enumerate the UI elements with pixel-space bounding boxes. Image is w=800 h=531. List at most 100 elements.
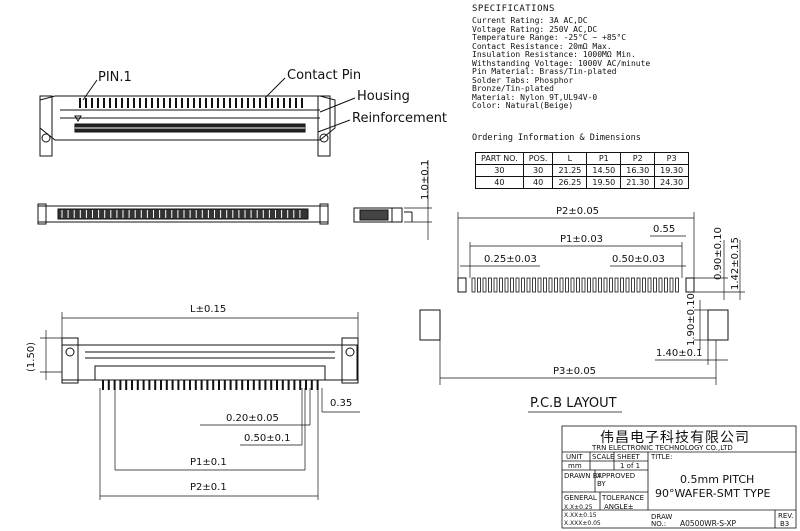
- reinforcement-label: Reinforcement: [352, 111, 448, 126]
- pcb-pad: [614, 277, 619, 293]
- table-cell: 14.50: [586, 164, 622, 177]
- general-label: GENERAL: [564, 494, 597, 502]
- table-header-cell: L: [552, 152, 588, 165]
- connector-bottom-view: [40, 312, 360, 500]
- table-cell: 21.30: [620, 176, 656, 189]
- draw-no: A0500WR-S-XP: [680, 519, 737, 528]
- spec-line: Color: Natural(Beige): [472, 101, 574, 110]
- angle-label: ANGLE±: [604, 503, 634, 511]
- pcb-pad: [609, 277, 613, 293]
- spec-line: Withstanding Voltage: 1000V AC/minute: [472, 58, 651, 68]
- pin1-leader: [82, 79, 98, 101]
- p2b-dim: P2±0.05: [556, 206, 600, 217]
- table-cell: 19.50: [586, 176, 622, 189]
- pcb-pad: [669, 277, 674, 293]
- pcb-pad: [598, 277, 602, 293]
- spec-line: Temperature Range: -25°C ~ +85°C: [472, 33, 627, 42]
- company-name-en: TRN ELECTRONIC TECHNOLOGY CO.,LTD: [592, 444, 733, 452]
- title-line1: 0.5mm PITCH: [680, 473, 755, 486]
- draw-no-label: DRAW NO.:: [651, 513, 673, 528]
- approved-by-label: APPROVED BY: [597, 472, 636, 488]
- title-label: TITLE:: [651, 453, 673, 461]
- height-dim: 1.0±0.1: [420, 159, 431, 200]
- pcb-pad: [554, 277, 558, 293]
- pcb-layout-label: P.C.B LAYOUT: [530, 396, 617, 411]
- contact-pin-label: Contact Pin: [287, 68, 362, 83]
- pcb-pad: [521, 277, 525, 293]
- d050b-dim: 0.50±0.03: [612, 254, 665, 265]
- d140-dim: 1.40±0.1: [656, 348, 703, 359]
- table-cell: 24.30: [654, 176, 690, 189]
- p3-dim: P3±0.05: [553, 366, 597, 377]
- d090-dim: 0.90±0.10: [713, 227, 724, 280]
- pcb-pad: [592, 277, 597, 293]
- pcb-pad: [631, 277, 635, 293]
- d025-dim: 0.25±0.03: [484, 254, 537, 265]
- pcb-pad: [664, 277, 668, 293]
- table-header-cell: P1: [586, 152, 622, 165]
- unit-value: mm: [568, 462, 582, 470]
- pcb-pad: [477, 277, 481, 293]
- table-header-cell: P2: [620, 152, 656, 165]
- p2a-dim: P2±0.1: [190, 482, 227, 493]
- tolerance-3: X.XXX±0.05: [564, 520, 601, 527]
- pcb-pad: [570, 277, 575, 293]
- pcb-pad: [510, 277, 514, 293]
- l-dim: L±0.15: [190, 304, 227, 315]
- table-cell: 21.25: [552, 164, 588, 177]
- spec-line: Insulation Resistance: 1000MΩ Min.: [472, 50, 636, 59]
- tolerance-1: X.X±0.25: [564, 504, 593, 511]
- drawn-by-label: DRAWN BY: [564, 472, 602, 480]
- housing-leader: [319, 97, 356, 113]
- pcb-pad: [642, 277, 646, 293]
- spec-line: Contact Resistance: 20mΩ Max.: [472, 41, 612, 51]
- pcb-pad: [559, 277, 564, 293]
- ordering-title: Ordering Information & Dimensions: [472, 133, 641, 143]
- spec-line: Solder Tabs: Phosphor: [472, 75, 574, 85]
- pcb-pad: [653, 277, 657, 293]
- pcb-pad: [548, 277, 553, 293]
- table-cell: 40: [475, 176, 524, 189]
- rev-value: B3: [780, 520, 790, 528]
- pcb-pad: [515, 277, 520, 293]
- d190-dim: 1.90±0.10: [686, 293, 697, 346]
- pcb-pad: [488, 277, 492, 293]
- spec-line: Pin Material: Brass/Tin-plated: [472, 67, 617, 76]
- p1a-dim: P1±0.1: [190, 457, 227, 468]
- pcb-pad: [532, 277, 536, 293]
- pcb-pad: [493, 277, 498, 293]
- title-line2: 90°WAFER-SMT TYPE: [655, 487, 771, 500]
- pcb-pad: [526, 277, 531, 293]
- pcb-pad: [603, 277, 608, 293]
- pcb-pad: [537, 277, 542, 293]
- d150-dim: (1.50): [26, 341, 37, 372]
- pcb-pad: [576, 277, 580, 293]
- pcb-pad: [636, 277, 641, 293]
- table-header-cell: P3: [654, 152, 690, 165]
- pcb-pad: [543, 277, 547, 293]
- pin1-label: PIN.1: [98, 70, 132, 85]
- housing-label: Housing: [357, 89, 410, 104]
- pcb-pad: [620, 277, 624, 293]
- company-name-cn: 伟昌电子科技有限公司: [600, 430, 750, 446]
- sheet-value: 1 of 1: [620, 462, 641, 470]
- d050a-dim: 0.50±0.1: [244, 433, 291, 444]
- contact-pin-leader: [264, 77, 286, 99]
- table-cell: 30: [475, 164, 524, 177]
- tolerance-2: X.XX±0.15: [564, 512, 597, 519]
- spec-line: Current Rating: 3A AC,DC: [472, 16, 588, 25]
- d020-dim: 0.20±0.05: [226, 413, 279, 424]
- connector-front-view: [37, 203, 329, 225]
- pcb-pad: [504, 277, 509, 293]
- pcb-pad: [647, 277, 652, 293]
- table-cell: 30: [522, 164, 554, 177]
- spec-line: Voltage Rating: 250V AC,DC: [472, 24, 598, 34]
- pcb-pad: [587, 277, 591, 293]
- scale-label: SCALE: [592, 453, 615, 461]
- reinforcement-leader: [317, 119, 351, 133]
- d142-dim: 1.42±0.15: [730, 237, 741, 290]
- sheet-label: SHEET: [617, 453, 640, 461]
- pcb-pad: [565, 277, 569, 293]
